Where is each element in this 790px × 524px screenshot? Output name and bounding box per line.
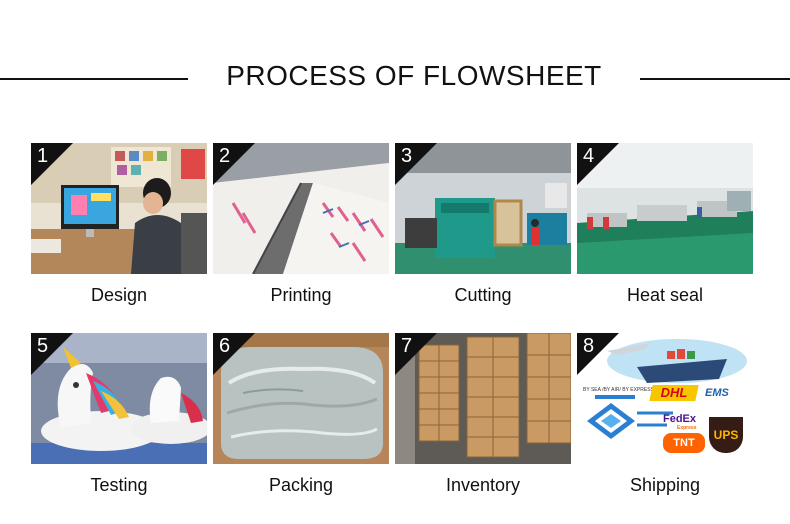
- step-card-inventory: 7 Inventory: [395, 333, 571, 497]
- packed-box-image: [213, 333, 389, 464]
- tnt-logo: TNT: [663, 433, 705, 453]
- step-number: 4: [583, 145, 595, 167]
- step-card-shipping: BY SEA /BY AIR/ BY EXPRESS DHL EMS FedEx…: [577, 333, 753, 497]
- step-card-cutting: 3 Cutting: [395, 143, 571, 307]
- dhl-logo: DHL: [649, 385, 699, 401]
- step-badge: [31, 143, 73, 185]
- step-label: Heat seal: [626, 285, 704, 305]
- step-number: 2: [219, 145, 231, 167]
- step-photo-design: 1: [31, 143, 207, 274]
- step-card-heat-seal: 4 Heat seal: [577, 143, 753, 307]
- ups-logo: UPS: [709, 417, 743, 453]
- step-badge: [577, 143, 619, 185]
- header-divider-right: [640, 78, 790, 80]
- shipping-tagline: BY SEA /BY AIR/ BY EXPRESS: [583, 387, 654, 393]
- page-title: PROCESS OF FLOWSHEET: [226, 60, 602, 91]
- step-label: Cutting: [454, 285, 512, 305]
- step-label: Testing: [90, 475, 148, 495]
- step-card-printing: 2 Printing: [213, 143, 389, 307]
- step-label: Printing: [270, 285, 332, 305]
- step-card-packing: 6 Packing: [213, 333, 389, 497]
- step-number: 1: [37, 145, 49, 167]
- step-label: Shipping: [629, 475, 701, 495]
- step-card-design: 1 Design: [31, 143, 207, 307]
- step-photo-shipping: BY SEA /BY AIR/ BY EXPRESS DHL EMS FedEx…: [577, 333, 753, 464]
- step-number: 6: [219, 335, 231, 357]
- cargo-ship-icon: [637, 359, 727, 383]
- step-photo-testing: 5: [31, 333, 207, 464]
- inflatable-unicorn-image: [31, 333, 207, 464]
- step-badge: [395, 333, 437, 375]
- step-badge: [395, 143, 437, 185]
- process-grid: 1 Design: [31, 143, 753, 497]
- step-badge: [213, 333, 255, 375]
- step-photo-packing: 6: [213, 333, 389, 464]
- step-number: 5: [37, 335, 49, 357]
- fedex-logo: FedEx Express: [663, 413, 697, 431]
- printing-line-image: [213, 143, 389, 274]
- step-photo-cutting: 3: [395, 143, 571, 274]
- step-badge: [31, 333, 73, 375]
- step-label: Packing: [268, 475, 334, 495]
- step-number: 7: [401, 335, 413, 357]
- design-office-image: [31, 143, 207, 274]
- step-label: Design: [90, 285, 148, 305]
- step-label: Inventory: [445, 475, 521, 495]
- step-number: 8: [583, 335, 595, 357]
- step-photo-heat-seal: 4: [577, 143, 753, 274]
- step-number: 3: [401, 145, 413, 167]
- header-divider-left: [0, 78, 188, 80]
- step-card-testing: 5 Testing: [31, 333, 207, 497]
- step-photo-printing: 2: [213, 143, 389, 274]
- step-badge: [213, 143, 255, 185]
- ems-logo: EMS: [705, 387, 729, 399]
- step-photo-inventory: 7: [395, 333, 571, 464]
- step-badge: [577, 333, 619, 375]
